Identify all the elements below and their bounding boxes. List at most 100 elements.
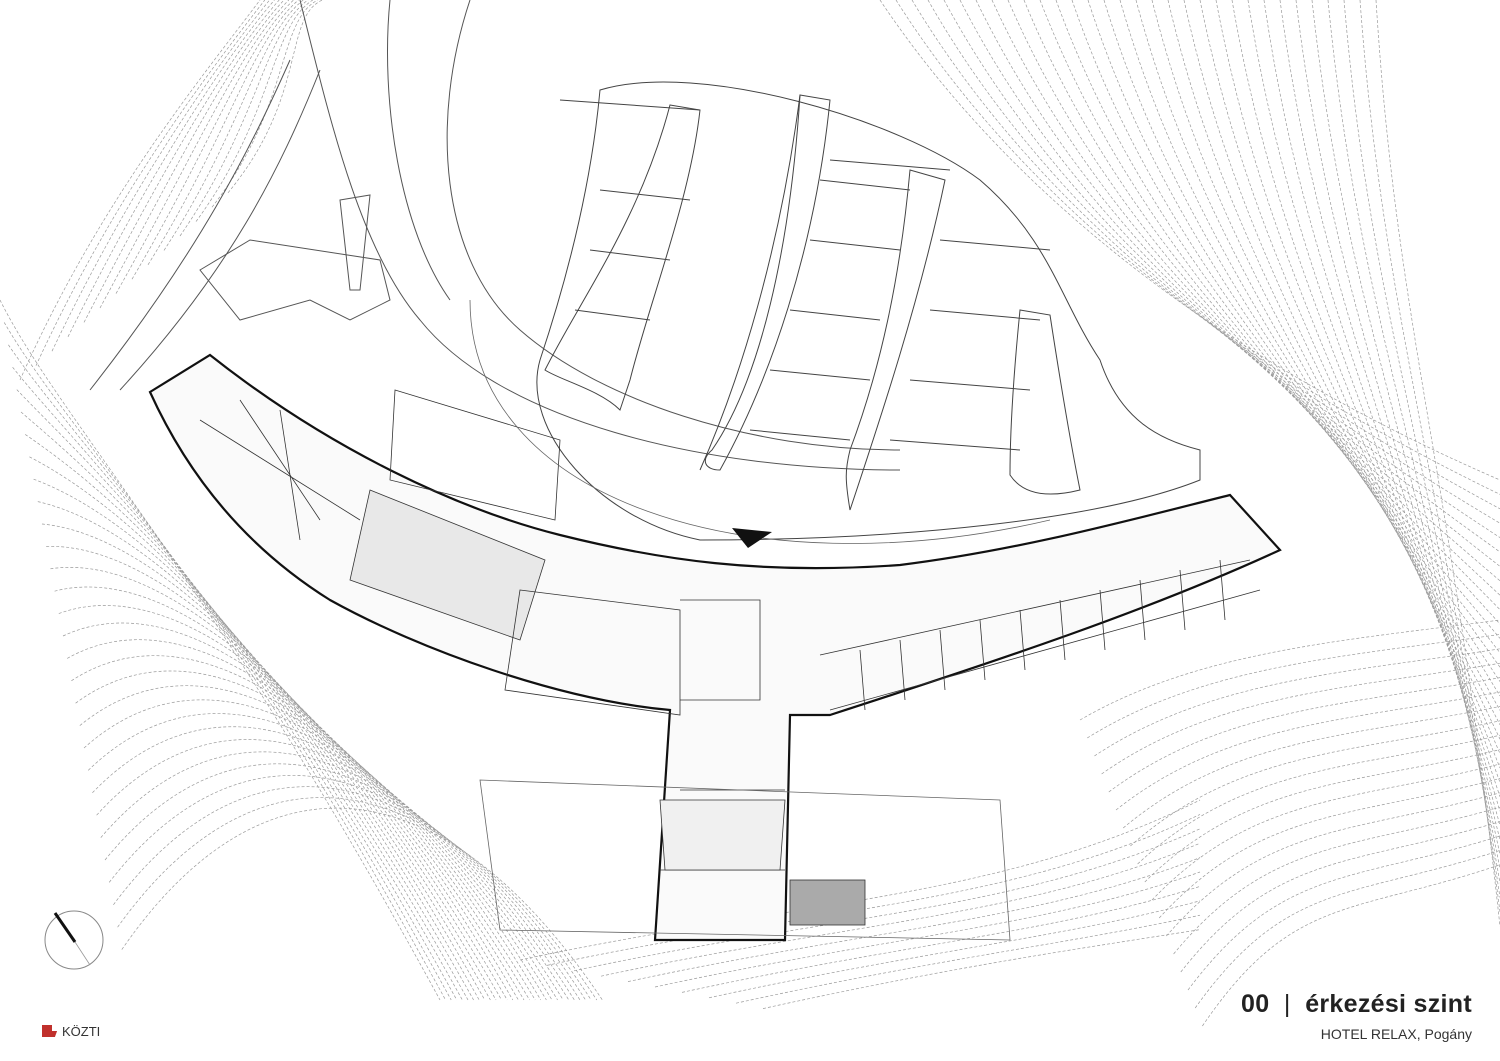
contour-line	[211, 0, 318, 208]
contour-line	[1173, 806, 1500, 955]
terrain-contours	[0, 0, 1500, 1027]
parking-area	[536, 81, 1201, 541]
contour-line	[1166, 792, 1500, 937]
contour-line	[83, 0, 280, 323]
contour-line	[1180, 821, 1500, 973]
contour-line	[911, 0, 1500, 510]
contour-line	[1167, 0, 1500, 740]
contour-line	[1375, 0, 1500, 927]
contour-line	[1119, 0, 1500, 697]
contour-line	[708, 900, 1201, 999]
contour-line	[46, 546, 502, 1001]
north-arrow-icon	[44, 910, 104, 970]
contour-line	[115, 0, 290, 294]
contour-line	[50, 567, 508, 1001]
contour-line	[92, 726, 564, 1001]
level-name: érkezési szint	[1305, 990, 1472, 1018]
contour-line	[227, 0, 323, 194]
entrance-triangle-icon	[732, 528, 772, 548]
level-number: 00	[1240, 990, 1270, 1018]
project-name: HOTEL RELAX, Pogány	[1320, 1026, 1472, 1042]
contour-line	[83, 699, 553, 1001]
contour-line	[762, 929, 1201, 1009]
contour-line	[1151, 0, 1500, 725]
contour-line	[991, 0, 1500, 582]
contour-line	[1158, 778, 1500, 919]
contour-line	[104, 763, 581, 1001]
contour-line	[927, 0, 1500, 524]
contour-line	[35, 0, 266, 366]
contour-line	[600, 842, 1201, 977]
access-road	[89, 0, 901, 471]
contour-line	[75, 670, 542, 1001]
contour-line	[1103, 0, 1500, 682]
contour-line	[8, 344, 452, 1001]
contour-line	[147, 0, 299, 265]
logo-text: KÖZTI	[62, 1024, 101, 1039]
contour-line	[1231, 0, 1500, 797]
building-interior	[199, 299, 1261, 926]
contour-line	[1115, 691, 1500, 811]
company-logo: KÖZTI	[42, 1024, 100, 1039]
contour-line	[1094, 648, 1500, 757]
contour-line	[1079, 619, 1500, 721]
contour-line	[1215, 0, 1500, 783]
contour-line	[959, 0, 1500, 553]
contour-line	[62, 622, 525, 1001]
contour-line	[51, 0, 270, 352]
contour-line	[1199, 0, 1500, 769]
contour-line	[1279, 0, 1500, 841]
contour-line	[943, 0, 1500, 538]
contour-line	[1295, 0, 1500, 855]
contour-line	[546, 814, 1201, 966]
contour-line	[1101, 662, 1500, 775]
contour-line	[87, 713, 558, 1001]
contour-line	[1137, 734, 1500, 865]
contour-line	[71, 655, 536, 1001]
contour-line	[1135, 0, 1500, 711]
drawing-title: 00 | érkezési szint	[1241, 990, 1472, 1019]
contour-line	[681, 886, 1201, 993]
contour-line	[41, 523, 497, 1001]
contour-line	[121, 807, 603, 1001]
contour-line	[131, 0, 294, 280]
contour-line	[1055, 0, 1500, 639]
contour-line	[19, 0, 261, 381]
contour-line	[108, 775, 586, 1001]
contour-line	[975, 0, 1500, 567]
contour-line	[100, 751, 575, 1001]
contour-line	[37, 501, 491, 1001]
contour-line	[54, 586, 514, 1001]
contour-line	[895, 0, 1500, 495]
contour-line	[117, 797, 598, 1001]
contour-line	[99, 0, 285, 309]
contour-line	[1202, 864, 1500, 1027]
contour-line	[20, 411, 469, 1001]
contour-line	[12, 366, 458, 1001]
contour-line	[1183, 0, 1500, 754]
contour-line	[163, 0, 304, 251]
contour-line	[1263, 0, 1500, 826]
contour-line	[1007, 0, 1500, 596]
contour-line	[79, 685, 547, 1001]
contour-line	[96, 739, 570, 1001]
contour-line	[1130, 720, 1500, 847]
contour-line	[1327, 0, 1500, 884]
contour-line	[879, 0, 1500, 481]
contour-line	[16, 389, 463, 1001]
contour-line	[1087, 634, 1500, 739]
contour-line	[113, 786, 592, 1001]
contour-line	[67, 639, 530, 1001]
contour-line	[179, 0, 309, 237]
contour-line	[25, 434, 474, 1001]
contour-line	[1122, 706, 1500, 829]
contour-line	[1359, 0, 1500, 913]
contour-line	[1187, 835, 1500, 991]
contour-line	[735, 914, 1201, 1004]
contour-line	[1144, 749, 1500, 883]
contour-line	[1311, 0, 1500, 869]
contour-line	[195, 0, 313, 222]
contour-line	[1151, 763, 1500, 901]
